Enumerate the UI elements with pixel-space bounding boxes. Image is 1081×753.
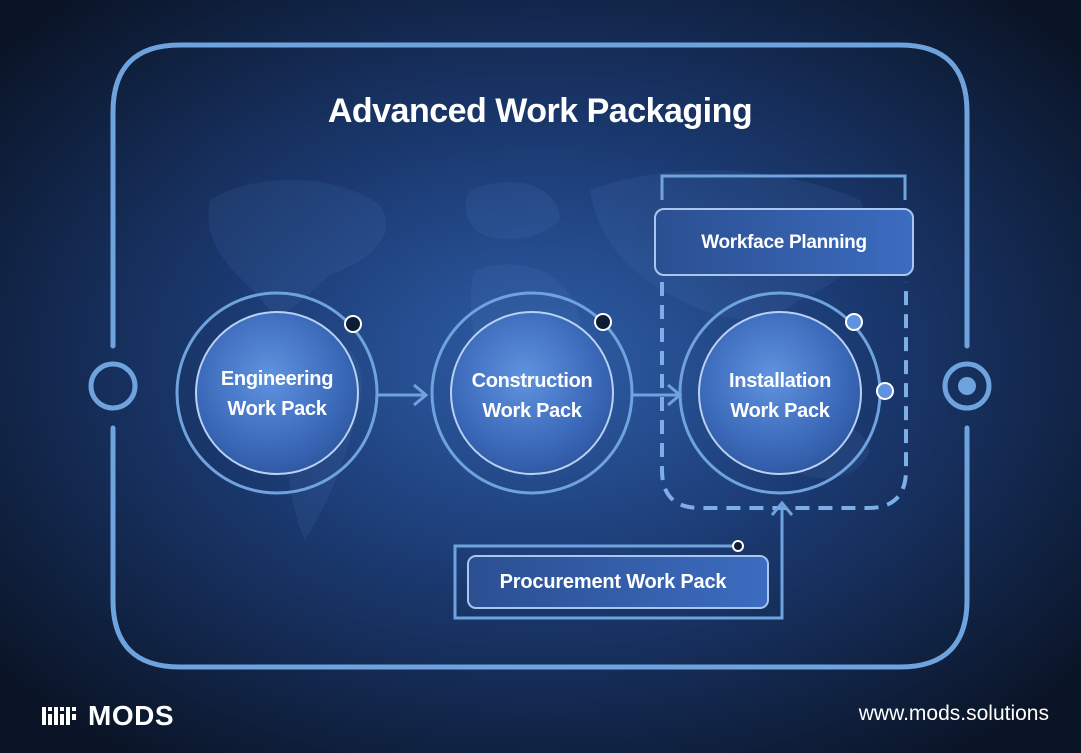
node-indicator-dot [876, 382, 894, 400]
installation-work-pack-node: Installation Work Pack [678, 291, 894, 495]
construction-label-line1: Construction [472, 370, 593, 392]
construction-label-line2: Work Pack [482, 400, 582, 422]
procurement-label: Procurement Work Pack [500, 571, 728, 593]
workface-bracket [660, 174, 907, 200]
brand-name: MODS [88, 700, 174, 731]
website-link[interactable]: www.mods.solutions [858, 702, 1049, 725]
connector-target-icon [942, 361, 992, 411]
engineering-label-line2: Work Pack [227, 398, 327, 420]
node-indicator-dot [594, 313, 612, 331]
procurement-arrow-head [770, 500, 794, 516]
procurement-bracket [453, 506, 784, 620]
arrow-construction-to-installation [632, 383, 683, 407]
mods-logo-icon [42, 707, 76, 725]
installation-label-line1: Installation [729, 370, 831, 392]
installation-dashed-enclosure [660, 282, 908, 510]
procurement-work-pack-box [467, 555, 769, 609]
outer-frame [110, 42, 970, 670]
installation-label-line2: Work Pack [730, 400, 830, 422]
engineering-work-pack-node: Engineering Work Pack [175, 291, 379, 495]
procurement-indicator-dot [732, 540, 744, 552]
arrow-engineering-to-construction [377, 383, 429, 407]
node-indicator-dot [344, 315, 362, 333]
construction-work-pack-node: Construction Work Pack [430, 291, 634, 495]
engineering-label-line1: Engineering [221, 368, 333, 390]
connector-ring-icon [88, 361, 138, 411]
node-indicator-dot [845, 313, 863, 331]
workface-planning-label: Workface Planning [701, 232, 867, 253]
mods-brand: MODS [42, 700, 174, 732]
diagram-title: Advanced Work Packaging [328, 92, 752, 130]
workface-planning-box [654, 208, 914, 276]
